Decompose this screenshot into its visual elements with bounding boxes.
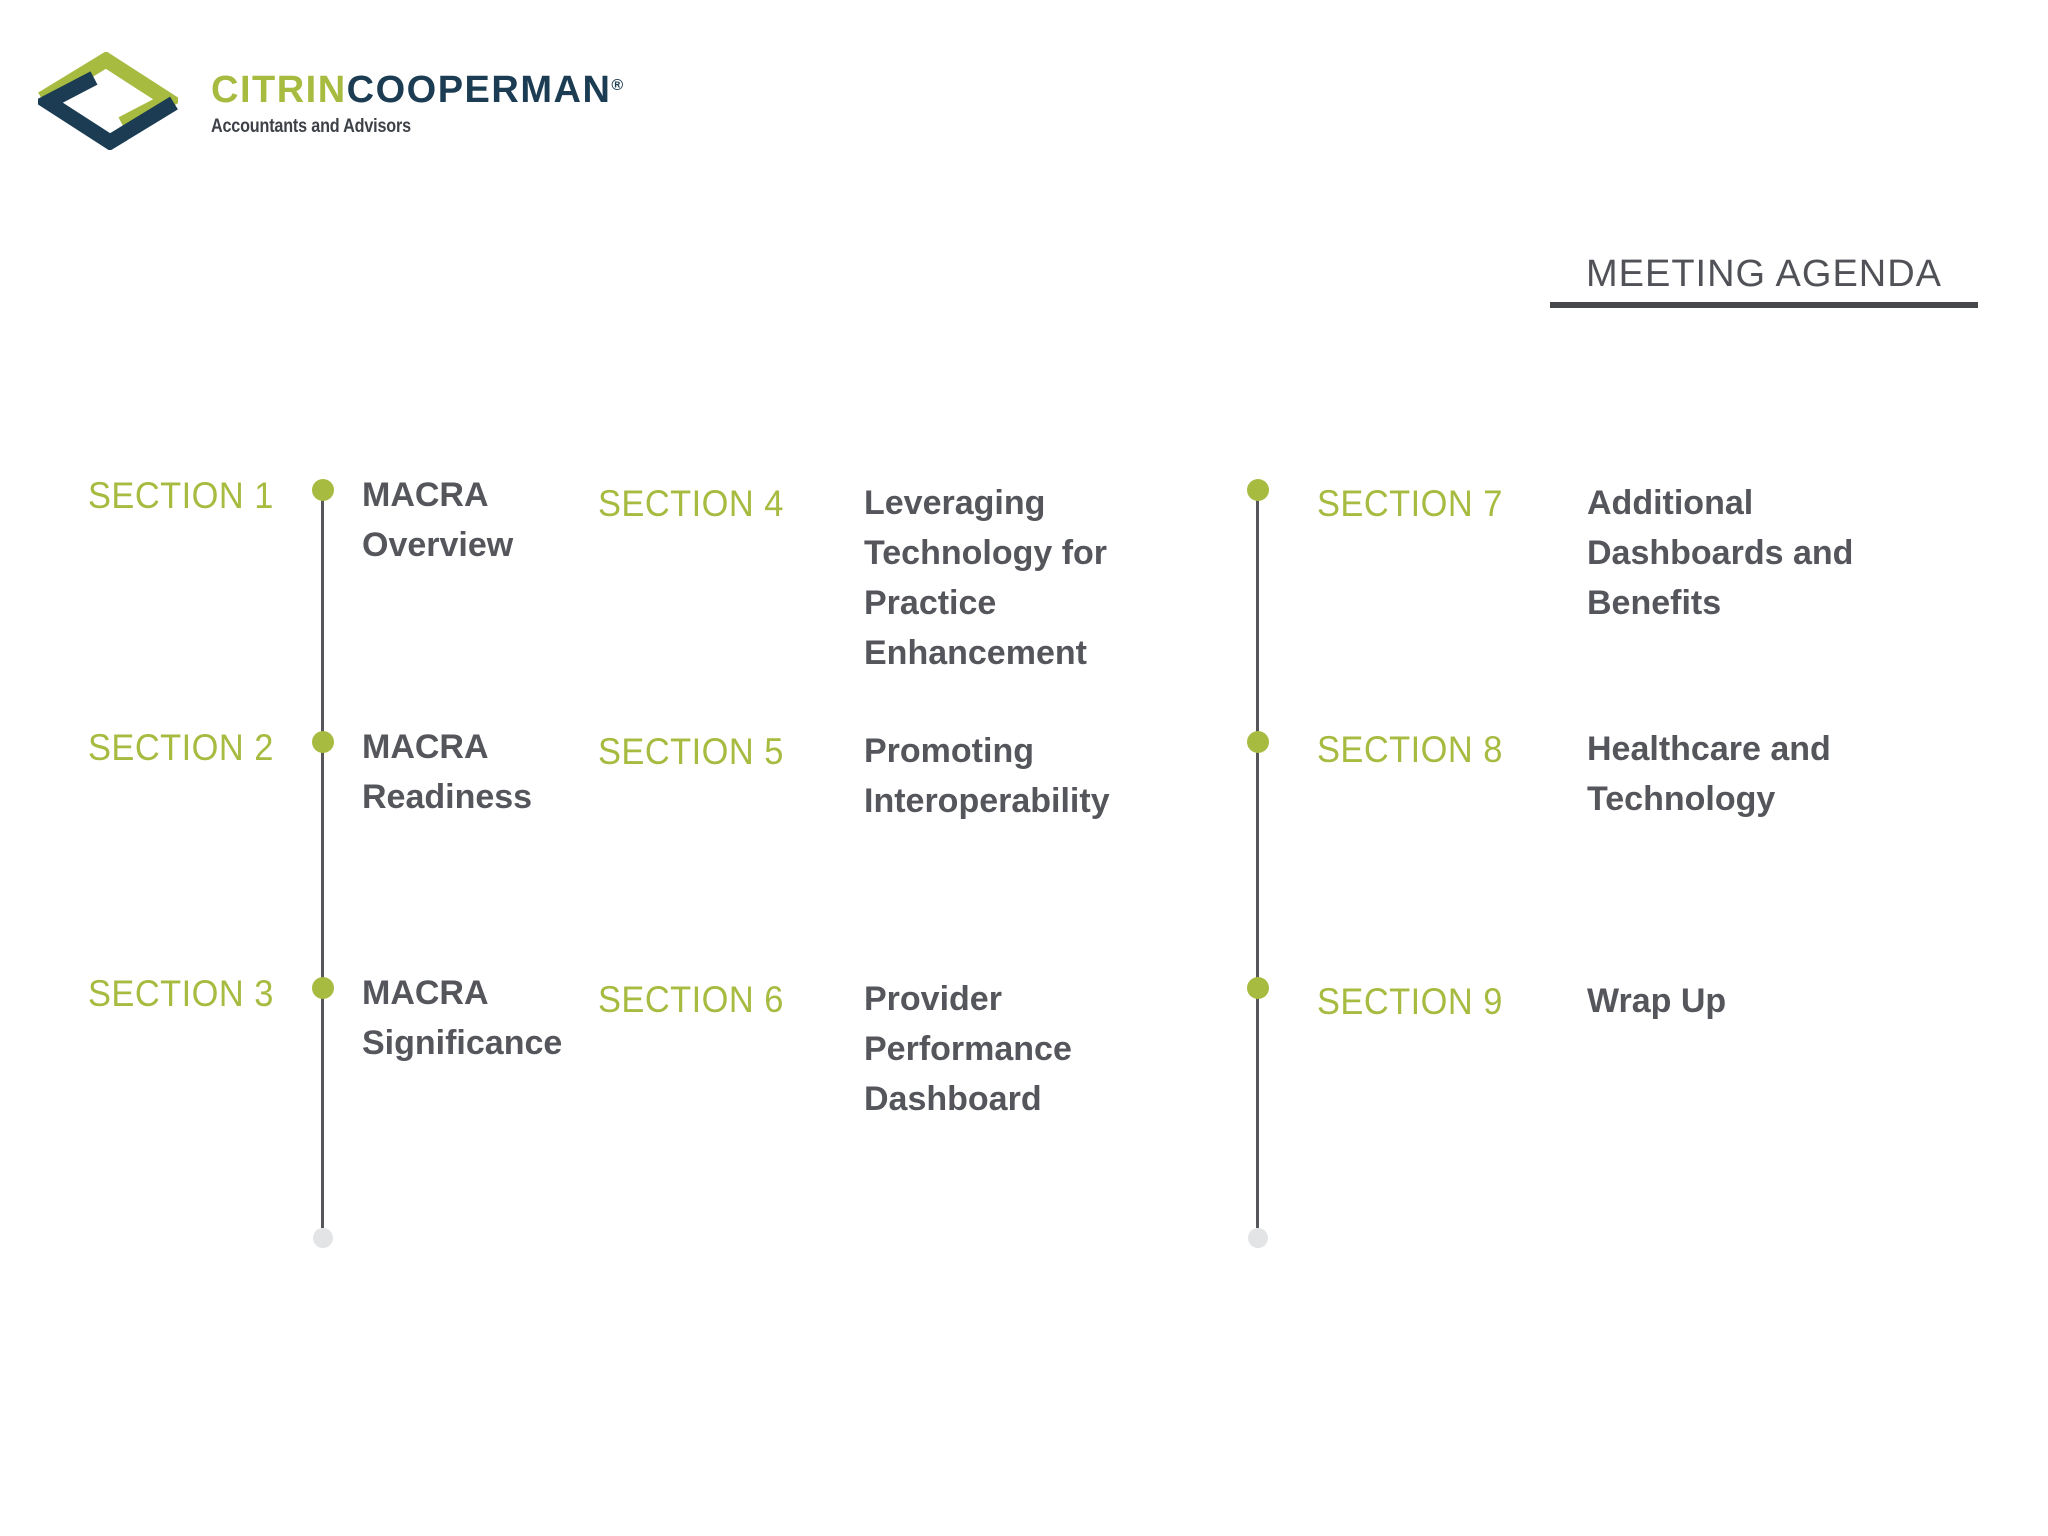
logo-brand-secondary: COOPERMAN	[346, 69, 612, 111]
timeline-dot-section-1	[312, 479, 334, 501]
section-title-s5: Promoting Interoperability	[864, 732, 1110, 820]
logo-text-block: CITRINCOOPERMAN® Accountants and Advisor…	[211, 66, 623, 138]
section-title-s8: Healthcare and Technology	[1587, 730, 1831, 818]
section-label-s1: SECTION 1	[88, 475, 274, 516]
logo-wordmark: CITRINCOOPERMAN®	[211, 66, 623, 110]
section-title-s6: Provider Performance Dashboard	[864, 980, 1072, 1118]
registered-trademark-symbol: ®	[611, 77, 624, 94]
section-title-s2: MACRA Readiness	[362, 728, 533, 816]
timeline-dot-section-7	[1247, 479, 1269, 501]
section-title-s4: Leveraging Technology for Practice Enhan…	[864, 484, 1108, 672]
timeline-line-right	[1256, 490, 1259, 1228]
section-label-s7: SECTION 7	[1317, 483, 1503, 524]
citrin-cooperman-logo-icon	[33, 51, 183, 155]
timeline-dot-section-9	[1247, 977, 1269, 999]
section-label-s3: SECTION 3	[88, 973, 274, 1014]
section-title-s7: Additional Dashboards and Benefits	[1587, 484, 1854, 622]
section-label-s9: SECTION 9	[1317, 981, 1503, 1022]
logo-tagline: Accountants and Advisors	[211, 116, 411, 137]
section-title-s9: Wrap Up	[1587, 982, 1727, 1020]
page-title: MEETING AGENDA	[1550, 250, 1978, 308]
section-label-s8: SECTION 8	[1317, 729, 1503, 770]
timeline-dot-section-3	[312, 977, 334, 999]
timeline-end-dot-left	[313, 1228, 333, 1248]
diamond-s-logo-icon	[33, 51, 183, 151]
section-label-s2: SECTION 2	[88, 727, 274, 768]
timeline-end-dot-right	[1248, 1228, 1268, 1248]
section-label-s5: SECTION 5	[598, 731, 784, 772]
timeline-line-left	[321, 490, 324, 1228]
logo-brand-primary: CITRIN	[211, 69, 347, 111]
section-title-s3: MACRA Significance	[362, 974, 563, 1062]
timeline-dot-section-8	[1247, 731, 1269, 753]
section-label-s4: SECTION 4	[598, 483, 784, 524]
timeline-dot-section-2	[312, 731, 334, 753]
section-title-s1: MACRA Overview	[362, 476, 514, 564]
section-label-s6: SECTION 6	[598, 979, 784, 1020]
